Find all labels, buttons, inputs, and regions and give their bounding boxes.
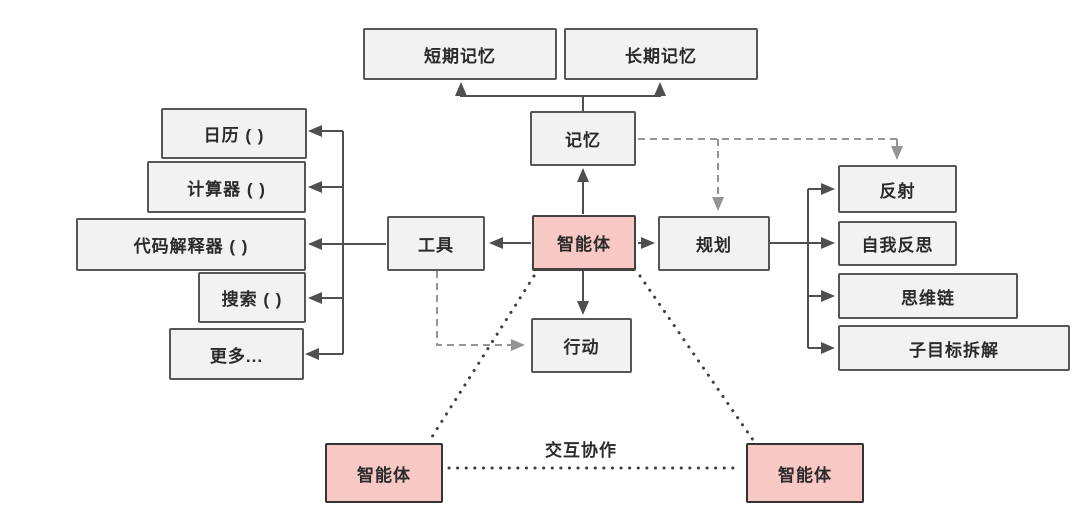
node-agent-bottom-left: 智能体: [325, 443, 443, 503]
node-short-term-memory: 短期记忆: [363, 28, 557, 80]
node-reflection: 反射: [838, 165, 957, 213]
node-long-term-memory: 长期记忆: [564, 28, 758, 80]
node-action: 行动: [531, 318, 632, 373]
node-calculator: 计算器 ( ): [147, 161, 306, 213]
node-code-interpreter: 代码解释器 ( ): [76, 218, 306, 271]
node-memory: 记忆: [530, 111, 636, 166]
node-chain-of-thought: 思维链: [838, 273, 1018, 319]
node-self-reflection: 自我反思: [838, 221, 957, 266]
node-subgoal-decomposition: 子目标拆解: [838, 325, 1070, 371]
edge-tools-action-dashed: [436, 271, 525, 351]
node-calendar: 日历 ( ): [161, 108, 307, 159]
node-search: 搜索 ( ): [198, 272, 306, 323]
edge-memory-long-term: [583, 82, 666, 97]
edge-memory-short-term: [455, 82, 584, 111]
node-tools: 工具: [387, 216, 485, 271]
node-more: 更多...: [169, 328, 304, 380]
edge-agent-right-dotted: [638, 274, 755, 442]
edge-agent-left-dotted: [428, 274, 536, 442]
node-agent: 智能体: [532, 215, 636, 271]
node-agent-bottom-right: 智能体: [746, 443, 864, 503]
interaction-collaboration-label: 交互协作: [545, 441, 617, 460]
node-planning: 规划: [658, 216, 770, 271]
